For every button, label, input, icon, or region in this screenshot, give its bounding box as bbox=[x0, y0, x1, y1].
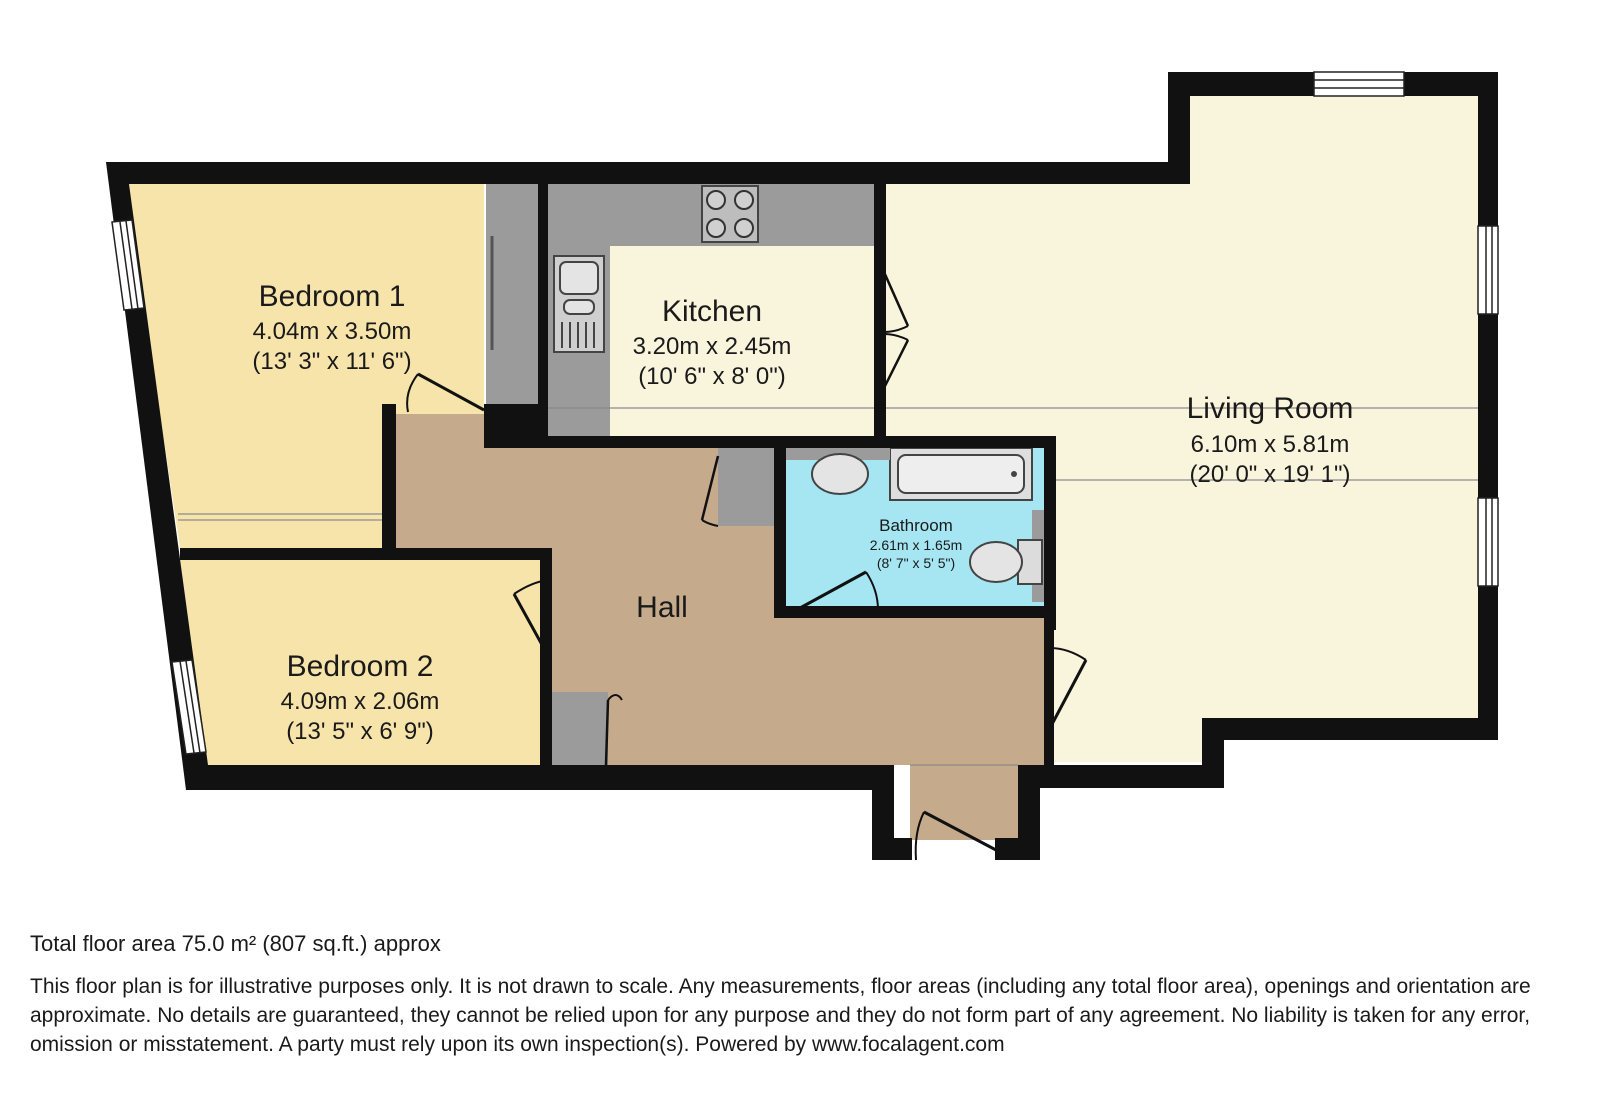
walls bbox=[106, 72, 1498, 860]
total-floor-area: Total floor area 75.0 m² (807 sq.ft.) ap… bbox=[30, 931, 441, 956]
kitchen-bottom-wall bbox=[484, 436, 1054, 448]
bottom-wall bbox=[190, 765, 890, 790]
bedroom1-hall-wall bbox=[382, 404, 396, 550]
windows bbox=[111, 71, 1499, 755]
window-bedroom-1 bbox=[111, 219, 145, 311]
door-bedroom-1 bbox=[406, 372, 485, 413]
bedroom-2-dim-ft: (13' 5" x 6' 9") bbox=[286, 718, 434, 745]
left-wall bbox=[106, 162, 208, 790]
door-entrance bbox=[914, 810, 997, 861]
top-wall-left bbox=[106, 162, 1190, 184]
window-living-right-2 bbox=[1477, 497, 1499, 587]
room-labels: Bedroom 1 4.04m x 3.50m (13' 3" x 11' 6"… bbox=[252, 280, 1353, 745]
window-living-right-1 bbox=[1477, 225, 1499, 315]
fixtures bbox=[486, 184, 1046, 765]
disclaimer-text: This floor plan is for illustrative purp… bbox=[30, 975, 1531, 1056]
bottom-wall-right bbox=[1018, 765, 1224, 788]
hall-name: Hall bbox=[636, 591, 688, 624]
interior-lines bbox=[178, 280, 1478, 766]
kitchen-dim-m: 3.20m x 2.45m bbox=[633, 333, 792, 360]
hall-cupboard-lower bbox=[552, 692, 608, 765]
footer: Total floor area 75.0 m² (807 sq.ft.) ap… bbox=[30, 930, 1575, 1059]
bathroom-right-wall bbox=[1044, 436, 1056, 630]
kitchen-dim-ft: (10' 6" x 8' 0") bbox=[638, 363, 786, 390]
door-bathroom bbox=[799, 570, 879, 611]
bedroom-1-dim-m: 4.04m x 3.50m bbox=[253, 318, 412, 345]
door-bedroom-2 bbox=[512, 579, 549, 653]
bathroom-bottom-wall bbox=[774, 606, 1056, 618]
kitchen-name: Kitchen bbox=[662, 295, 762, 328]
right-wall bbox=[1478, 72, 1498, 740]
hall-living-wall bbox=[1044, 616, 1054, 766]
doors bbox=[406, 271, 1088, 861]
living-notch-wall bbox=[1168, 72, 1190, 184]
door-kitchen bbox=[882, 271, 910, 389]
toilet-icon bbox=[811, 453, 869, 495]
entrance-wall-bottom-l bbox=[872, 838, 912, 860]
bathroom-dim-m: 2.61m x 1.65m bbox=[870, 537, 963, 553]
bedroom-1-wardrobe bbox=[486, 184, 540, 404]
bedroom-1-dim-ft: (13' 3" x 11' 6") bbox=[252, 348, 411, 375]
entrance-wall-bottom-r bbox=[995, 838, 1040, 860]
bedroom-1-name: Bedroom 1 bbox=[259, 280, 406, 313]
living-room-floor bbox=[868, 96, 1478, 762]
floor-plan: Bedroom 1 4.04m x 3.50m (13' 3" x 11' 6"… bbox=[106, 71, 1499, 861]
bedroom-2-floor bbox=[180, 560, 540, 765]
hall-cupboard-upper bbox=[718, 446, 776, 526]
living-room-name: Living Room bbox=[1187, 392, 1354, 425]
bathroom-left-wall bbox=[774, 436, 786, 618]
entrance-wall-left bbox=[872, 765, 894, 860]
living-room-dim-m: 6.10m x 5.81m bbox=[1191, 431, 1350, 458]
bedroom2-hall-wall bbox=[540, 548, 552, 765]
bathroom-name: Bathroom bbox=[879, 516, 953, 535]
door-hall-cupboard-lower bbox=[604, 694, 623, 766]
door-living bbox=[1048, 647, 1088, 729]
kitchen-living-wall bbox=[874, 184, 886, 438]
window-living-top bbox=[1313, 71, 1405, 97]
window-bedroom-2 bbox=[171, 659, 207, 755]
entrance-wall-right bbox=[1018, 765, 1040, 860]
door-hall-cupboard-upper bbox=[700, 455, 720, 527]
bedroom-2-name: Bedroom 2 bbox=[287, 650, 434, 683]
lower-right-wall bbox=[1202, 718, 1498, 740]
bedroom-divider-wall bbox=[180, 548, 552, 560]
bedroom1-kitchen-wall bbox=[538, 184, 548, 448]
living-room-dim-ft: (20' 0" x 19' 1") bbox=[1190, 461, 1351, 488]
bedroom-2-dim-m: 4.09m x 2.06m bbox=[281, 688, 440, 715]
bathroom-dim-ft: (8' 7" x 5' 5") bbox=[877, 555, 955, 571]
